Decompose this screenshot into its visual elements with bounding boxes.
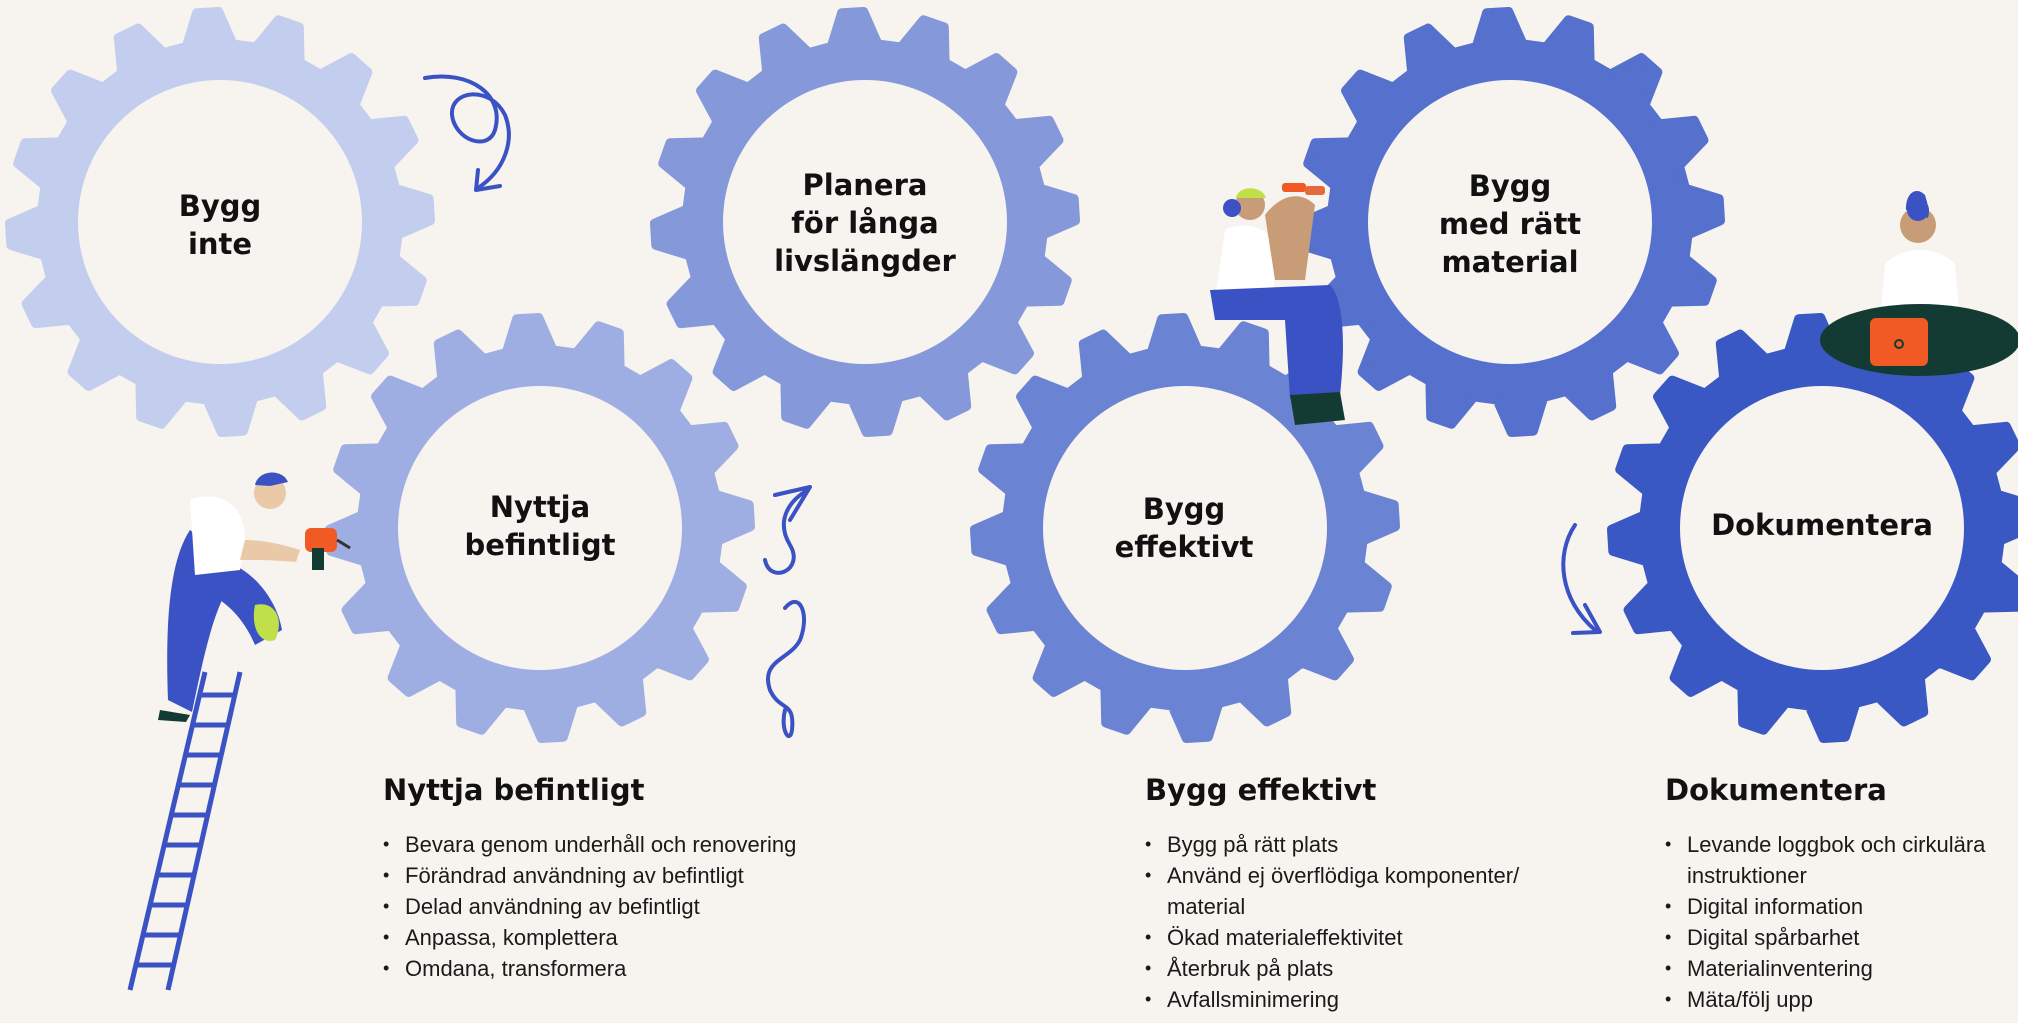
list-item: Ökad materialeffektivitet [1145, 922, 1565, 953]
list-item: Digital information [1665, 891, 2010, 922]
list-item: Bevara genom underhåll och renovering [383, 829, 843, 860]
gear-hole [398, 386, 682, 670]
gear-hole [723, 80, 1007, 364]
list-item: Förändrad användning av befintligt [383, 860, 843, 891]
bullet-list: Bygg på rätt plats Använd ej överflödiga… [1145, 829, 1565, 1015]
section-dokumentera: Dokumentera Levande loggbok och cirkulär… [1665, 773, 2010, 1015]
list-item: Avfallsminimering [1145, 984, 1565, 1015]
loop-arrow-icon [423, 74, 511, 190]
gear-label-dokumentera: Dokumentera [1711, 508, 1933, 542]
gear-hole [1043, 386, 1327, 670]
bullet-list: Bevara genom underhåll och renovering Fö… [383, 829, 843, 984]
gear-nyttja-befintligt [325, 313, 755, 743]
squiggle-arrow-icon [766, 599, 806, 739]
gear-hole [1368, 80, 1652, 364]
section-title: Nyttja befintligt [383, 773, 645, 807]
gear-bygg-inte [5, 7, 435, 437]
curved-arrow-icon [1561, 523, 1597, 632]
list-item: Bygg på rätt plats [1145, 829, 1565, 860]
list-item: Materialinventering [1665, 953, 2010, 984]
gear-label-nyttja-befintligt: Nyttja befintligt [464, 490, 616, 562]
gear-ratt-material [1295, 7, 1725, 437]
gear-bygg-effektivt [970, 313, 1400, 743]
list-item: Mäta/följ upp [1665, 984, 2010, 1015]
gear-label-planera: Planera för långa livslängder [774, 168, 956, 278]
list-item: Levande loggbok och cirkulära instruktio… [1665, 829, 2010, 891]
list-item: Delad användning av befintligt [383, 891, 843, 922]
gear-dokumentera [1607, 313, 2018, 743]
squiggle-arrow-head [773, 485, 812, 522]
section-nyttja-befintligt: Nyttja befintligt Bevara genom underhåll… [383, 773, 843, 984]
section-title: Bygg effektivt [1145, 773, 1377, 807]
worker-on-ladder-with-drill [127, 472, 351, 991]
squiggle-arrow-tail [763, 488, 810, 575]
gear-label-ratt-material: Bygg med rätt material [1438, 169, 1582, 279]
list-item: Anpassa, komplettera [383, 922, 843, 953]
section-title: Dokumentera [1665, 773, 1887, 807]
gear-planera [650, 7, 1080, 437]
list-item: Omdana, transformera [383, 953, 843, 984]
loop-arrow-head [474, 168, 502, 192]
gear-hole [1680, 386, 1964, 670]
gear-hole [78, 80, 362, 364]
curved-arrow-head [1571, 603, 1602, 635]
worker-sitting-with-laptop [1820, 190, 2018, 376]
section-bygg-effektivt: Bygg effektivt Bygg på rätt plats Använd… [1145, 773, 1565, 1015]
list-item: Återbruk på plats [1145, 953, 1565, 984]
gear-label-bygg-effektivt: Bygg effektivt [1114, 492, 1254, 564]
gears-layer [5, 7, 2018, 743]
bullet-list: Levande loggbok och cirkulära instruktio… [1665, 829, 2010, 1015]
worker-sitting-with-binoculars [1210, 183, 1345, 425]
gear-label-bygg-inte: Bygg inte [178, 189, 262, 261]
list-item: Digital spårbarhet [1665, 922, 2010, 953]
list-item: Använd ej överflödiga komponenter/ mater… [1145, 860, 1565, 922]
